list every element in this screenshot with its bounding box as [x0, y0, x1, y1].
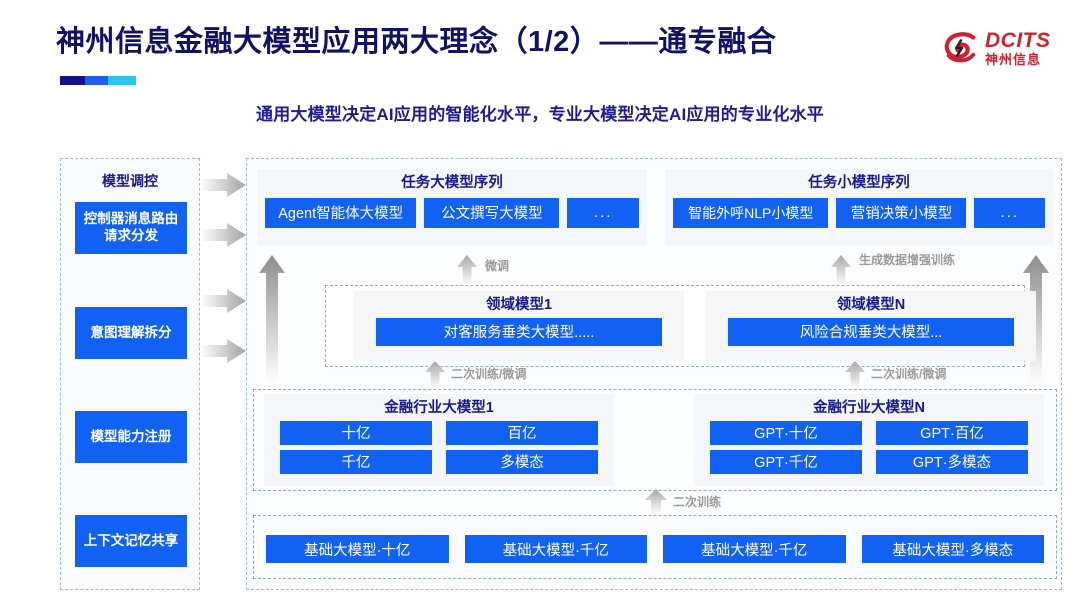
- chip-industry1-shiyi[interactable]: 十亿: [280, 420, 432, 445]
- logo-en-text: DCITS: [985, 29, 1051, 52]
- sidebar-item-context-memory[interactable]: 上下文记忆共享: [75, 515, 187, 567]
- flow-arrow-up-finetune-left: [457, 255, 477, 285]
- task-large-model-panel: 任务大模型序列 Agent智能体大模型 公文撰写大模型 ...: [257, 169, 647, 245]
- flow-arrow-right-3: [200, 289, 246, 313]
- sidebar-item-controller-routing[interactable]: 控制器消息路由请求分发: [75, 202, 187, 254]
- chip-customer-service-vertical-model[interactable]: 对客服务垂类大模型.....: [376, 317, 662, 346]
- domain-model-n-card: 领域模型N 风险合规垂类大模型...: [706, 291, 1036, 361]
- chip-industry1-qianyi[interactable]: 千亿: [280, 449, 432, 474]
- flow-arrow-up-data-augment: [831, 255, 851, 285]
- industry-model-band: 金融行业大模型1 十亿 百亿 千亿 多模态 金融行业大模型N GPT·十亿 GP…: [253, 389, 1057, 491]
- industry-model-1-grid: 十亿 百亿 千亿 多模态: [264, 417, 614, 480]
- chip-agent-large-model[interactable]: Agent智能体大模型: [265, 197, 417, 228]
- sidebar-model-control: 模型调控 控制器消息路由请求分发 意图理解拆分 模型能力注册 上下文记忆共享: [60, 158, 200, 590]
- sidebar-title: 模型调控: [102, 173, 158, 189]
- flow-arrow-right-1: [200, 173, 246, 197]
- chip-industry1-baiyi[interactable]: 百亿: [446, 420, 598, 445]
- chip-industry1-multimodal[interactable]: 多模态: [446, 449, 598, 474]
- industry-model-n-card: 金融行业大模型N GPT·十亿 GPT·百亿 GPT·千亿 GPT·多模态: [694, 394, 1044, 486]
- logo-cn-text: 神州信息: [985, 52, 1042, 67]
- arrow-label-retrain-finetune-left: 二次训练/微调: [451, 367, 527, 381]
- arrow-label-data-augment: 生成数据增强训练: [859, 253, 956, 267]
- accent-segment-2: [85, 76, 108, 85]
- chip-foundation-qianyi-1[interactable]: 基础大模型·千亿: [464, 535, 647, 563]
- flow-arrow-up-retrain: [645, 489, 667, 515]
- chip-foundation-multimodal[interactable]: 基础大模型·多模态: [861, 535, 1044, 563]
- arrow-label-finetune-left: 微调: [485, 259, 510, 273]
- flow-arrow-up-right-tall: [1023, 255, 1049, 385]
- domain-model-1-card: 领域模型1 对客服务垂类大模型.....: [354, 291, 684, 361]
- arrow-label-retrain-finetune-right: 二次训练/微调: [871, 367, 947, 381]
- arrow-label-retrain: 二次训练: [673, 495, 722, 509]
- chip-industryn-gpt-qianyi[interactable]: GPT·千亿: [710, 449, 862, 474]
- industry-model-n-title: 金融行业大模型N: [813, 400, 925, 416]
- task-small-model-chip-row: 智能外呼NLP小模型 营销决策小模型 ...: [665, 192, 1053, 236]
- foundation-model-row: 基础大模型·十亿 基础大模型·千亿 基础大模型·千亿 基础大模型·多模态: [254, 516, 1056, 582]
- chip-industryn-gpt-baiyi[interactable]: GPT·百亿: [876, 420, 1028, 445]
- task-small-model-panel: 任务小模型序列 智能外呼NLP小模型 营销决策小模型 ...: [665, 169, 1053, 245]
- diagram-main-area: 任务大模型序列 Agent智能体大模型 公文撰写大模型 ... 任务小模型序列 …: [246, 158, 1062, 590]
- domain-model-band: 领域模型1 对客服务垂类大模型..... 领域模型N 风险合规垂类大模型...: [325, 285, 1036, 367]
- chip-outbound-nlp-model[interactable]: 智能外呼NLP小模型: [673, 197, 829, 228]
- sidebar-item-capability-registry[interactable]: 模型能力注册: [75, 411, 187, 463]
- task-small-model-title: 任务小模型序列: [808, 175, 910, 191]
- flow-arrow-up-retrain-finetune-left: [425, 361, 445, 389]
- task-large-model-chip-row: Agent智能体大模型 公文撰写大模型 ...: [257, 192, 647, 236]
- chip-document-writing-model[interactable]: 公文撰写大模型: [424, 197, 560, 228]
- title-accent-bar: [60, 76, 136, 85]
- dcits-swirl-icon: [944, 32, 976, 63]
- domain-model-1-title: 领域模型1: [485, 297, 553, 313]
- logo-text: DCITS 神州信息: [985, 30, 1051, 66]
- chip-task-large-more[interactable]: ...: [567, 197, 639, 228]
- chip-marketing-decision-model[interactable]: 营销决策小模型: [836, 197, 967, 228]
- domain-model-n-title: 领域模型N: [836, 297, 906, 313]
- flow-arrow-right-2: [200, 223, 246, 247]
- chip-risk-compliance-vertical-model[interactable]: 风险合规垂类大模型...: [728, 317, 1014, 346]
- chip-task-small-more[interactable]: ...: [974, 197, 1046, 228]
- industry-model-1-card: 金融行业大模型1 十亿 百亿 千亿 多模态: [264, 394, 614, 486]
- accent-segment-3: [107, 76, 136, 85]
- industry-model-n-grid: GPT·十亿 GPT·百亿 GPT·千亿 GPT·多模态: [694, 417, 1044, 480]
- chip-industryn-gpt-multimodal[interactable]: GPT·多模态: [876, 449, 1028, 474]
- industry-model-1-title: 金融行业大模型1: [384, 400, 494, 416]
- page-subtitle: 通用大模型决定AI应用的智能化水平，专业大模型决定AI应用的专业化水平: [256, 105, 824, 124]
- sidebar-item-intent-understanding[interactable]: 意图理解拆分: [75, 307, 187, 359]
- foundation-model-band: 基础大模型·十亿 基础大模型·千亿 基础大模型·千亿 基础大模型·多模态: [253, 515, 1057, 579]
- chip-foundation-qianyi-2[interactable]: 基础大模型·千亿: [663, 535, 846, 563]
- accent-segment-1: [60, 76, 86, 85]
- page-title: 神州信息金融大模型应用两大理念（1/2）——通专融合: [56, 26, 777, 58]
- task-large-model-title: 任务大模型序列: [401, 175, 503, 191]
- flow-arrow-right-4: [200, 339, 246, 363]
- chip-industryn-gpt-shiyi[interactable]: GPT·十亿: [710, 420, 862, 445]
- flow-arrow-up-left-tall: [259, 255, 285, 385]
- brand-logo: DCITS 神州信息: [942, 20, 1064, 76]
- chip-foundation-shiyi[interactable]: 基础大模型·十亿: [266, 535, 449, 563]
- flow-arrow-up-retrain-finetune-right: [845, 361, 865, 389]
